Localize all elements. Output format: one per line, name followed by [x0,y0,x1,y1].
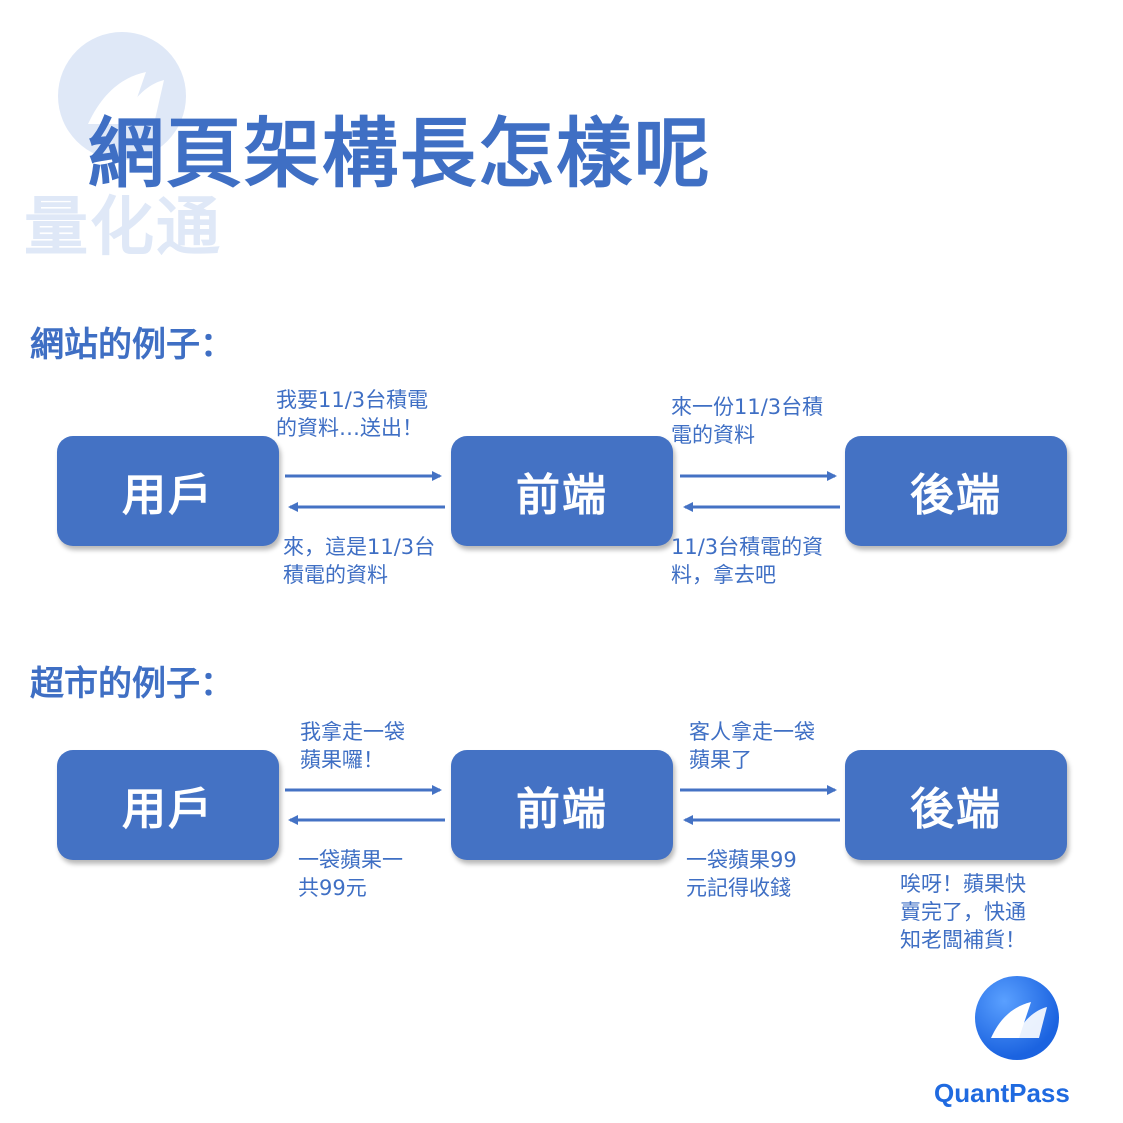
page-title: 網頁架構長怎樣呢 [88,109,712,198]
note-front-to-back: 客人拿走一袋 蘋果了 [689,720,815,772]
section-heading-supermarket: 超市的例子： [30,664,234,704]
node-backend: 後端 [845,436,1067,546]
section-heading-website: 網站的例子： [30,325,234,365]
note-backend-restock: 唉呀！蘋果快 賣完了，快通 知老闆補貨！ [900,872,1026,952]
brand-name: QuantPass [934,1078,1070,1108]
note-back-to-front: 11/3台積電的資 料，拿去吧 [671,535,824,587]
note-front-to-back: 來一份11/3台積 電的資料 [671,395,824,447]
watermark-text: 量化通 [24,191,222,265]
note-back-to-front: 一袋蘋果99 元記得收錢 [686,848,797,900]
node-user: 用戶 [57,750,279,860]
note-front-to-user: 一袋蘋果一 共99元 [298,848,403,900]
quantpass-logo-icon [975,976,1059,1060]
watermark-logo-icon [58,32,186,160]
node-user: 用戶 [57,436,279,546]
note-user-to-front: 我要11/3台積電 的資料…送出！ [276,388,429,440]
node-backend: 後端 [845,750,1067,860]
node-frontend: 前端 [451,436,673,546]
node-frontend: 前端 [451,750,673,860]
note-user-to-front: 我拿走一袋 蘋果囉！ [300,720,405,772]
note-front-to-user: 來，這是11/3台 積電的資料 [283,535,436,587]
